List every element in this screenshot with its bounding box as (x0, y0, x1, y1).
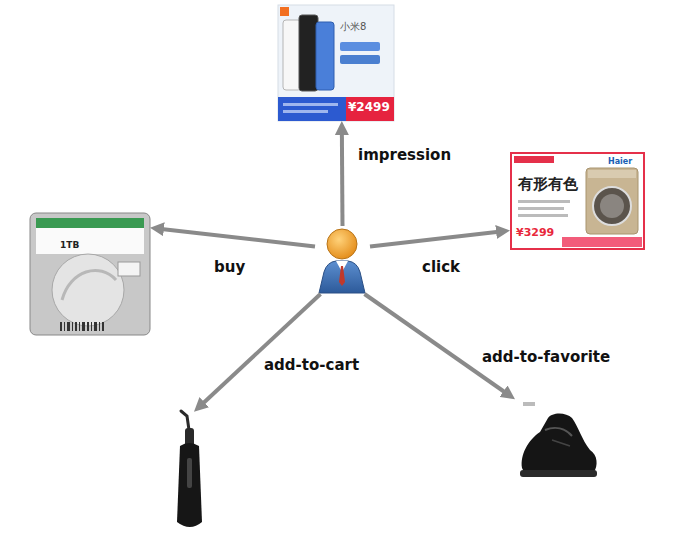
disk-platter (52, 254, 124, 326)
behavior-arrow (370, 231, 503, 246)
user-icon (319, 229, 365, 293)
phone-image (299, 15, 318, 91)
ad-ground (278, 5, 394, 121)
disk-case (30, 213, 150, 335)
product-text: 小米8 (340, 21, 366, 33)
shoe-image (515, 395, 600, 480)
flosser-button (187, 458, 192, 488)
shoe-shine (545, 428, 572, 436)
flosser-body (177, 443, 202, 527)
hard-disk-image: 1TB (30, 213, 150, 335)
behavior-arrow (365, 294, 510, 395)
behavior-arrow (157, 228, 315, 246)
user-icon (315, 226, 370, 294)
disk-swirl (62, 270, 116, 300)
brand-logo (280, 7, 289, 16)
washer-ad: Haier 有形有色 ¥3299 (510, 152, 645, 250)
ad-bar-line (283, 103, 338, 106)
shoe-sole (520, 470, 597, 477)
ad-line (518, 200, 570, 203)
product-text: Haier (608, 157, 632, 166)
user-body (319, 261, 365, 293)
phone-image (283, 20, 301, 90)
ad-bar (562, 237, 642, 247)
disk-band (36, 218, 144, 228)
shoe-tag (523, 402, 535, 406)
phone-image (316, 22, 334, 90)
shoe-art (520, 402, 597, 477)
product-text: ¥2499 (348, 101, 390, 115)
hard-disk-art (30, 213, 150, 335)
product-text: 有形有色 (518, 176, 578, 193)
phone-ad-art (278, 5, 394, 121)
washer-body (586, 168, 638, 234)
product-text: ¥3299 (516, 227, 554, 240)
user-tie (339, 266, 345, 286)
ad-bar (278, 97, 394, 121)
ad-button (340, 55, 380, 64)
behavior-arrow (199, 294, 320, 407)
ad-tag (514, 156, 554, 163)
flosser-nozzle (181, 411, 189, 430)
product-text: 1TB (60, 240, 79, 250)
phone-ad: 小米8 ¥2499 (278, 5, 394, 121)
edge-label: add-to-cart (262, 356, 361, 374)
behavior-arrow (340, 128, 345, 226)
washer-door (593, 187, 631, 225)
user-head (327, 229, 357, 259)
edge-label: click (420, 258, 462, 276)
washer-glass (600, 194, 624, 218)
washer-panel (588, 170, 636, 178)
shoe-lace (552, 440, 570, 446)
washer-ad-art (511, 153, 644, 249)
edge-label: add-to-favorite (480, 348, 612, 366)
ad-bar-line (283, 110, 328, 113)
shoe-upper (522, 414, 597, 473)
flosser-image (170, 408, 210, 532)
edge-label: impression (356, 146, 453, 164)
flosser-art (177, 411, 202, 527)
ad-button (340, 42, 380, 51)
ad-line (518, 207, 564, 210)
barcode (60, 322, 104, 331)
ad-ground (511, 153, 644, 249)
disk-sticker (36, 228, 144, 254)
edge-label: buy (212, 258, 247, 276)
price-badge (346, 97, 394, 121)
ad-line (518, 214, 568, 217)
disk-mark (118, 262, 140, 276)
